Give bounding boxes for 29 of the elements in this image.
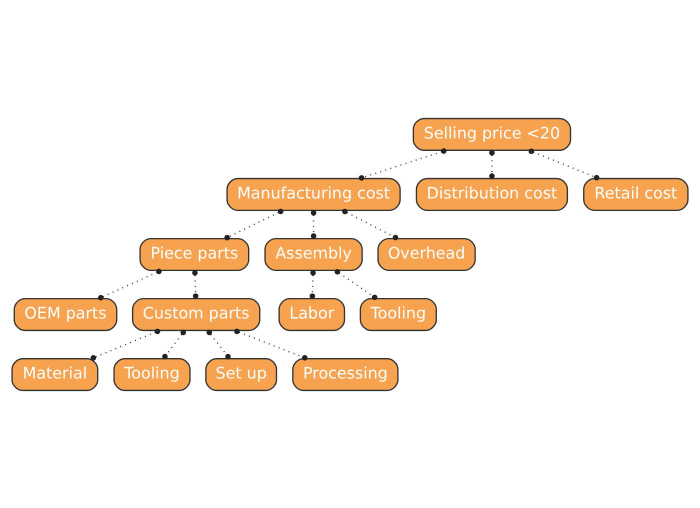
node-box: Distribution cost (416, 177, 568, 211)
connector (206, 329, 231, 359)
connector (310, 210, 316, 238)
node-box: Material (11, 358, 98, 391)
connector (489, 149, 495, 178)
node-box: Labor (278, 297, 346, 331)
node-box: Selling price <20 (412, 117, 572, 150)
node-box: Overhead (377, 237, 476, 271)
node-box: Tooling (360, 297, 437, 331)
connector (358, 148, 447, 180)
connector (234, 328, 308, 360)
node-box: Assembly (264, 237, 363, 271)
connector (224, 208, 284, 240)
connector (90, 328, 160, 360)
connector (342, 208, 398, 240)
connector (528, 148, 600, 180)
node-box: Processing (292, 358, 399, 391)
node-box: Retail cost (583, 177, 689, 211)
node-box: OEM parts (14, 297, 118, 331)
node-box: Manufacturing cost (226, 177, 401, 211)
connector (98, 268, 162, 300)
connector (334, 268, 378, 300)
node-box: Piece parts (139, 237, 250, 271)
node-box: Tooling (113, 358, 191, 391)
node-box: Custom parts (132, 297, 260, 331)
connector (192, 270, 198, 298)
connector (162, 329, 186, 359)
connector (310, 270, 316, 298)
node-box: Set up (205, 358, 278, 391)
